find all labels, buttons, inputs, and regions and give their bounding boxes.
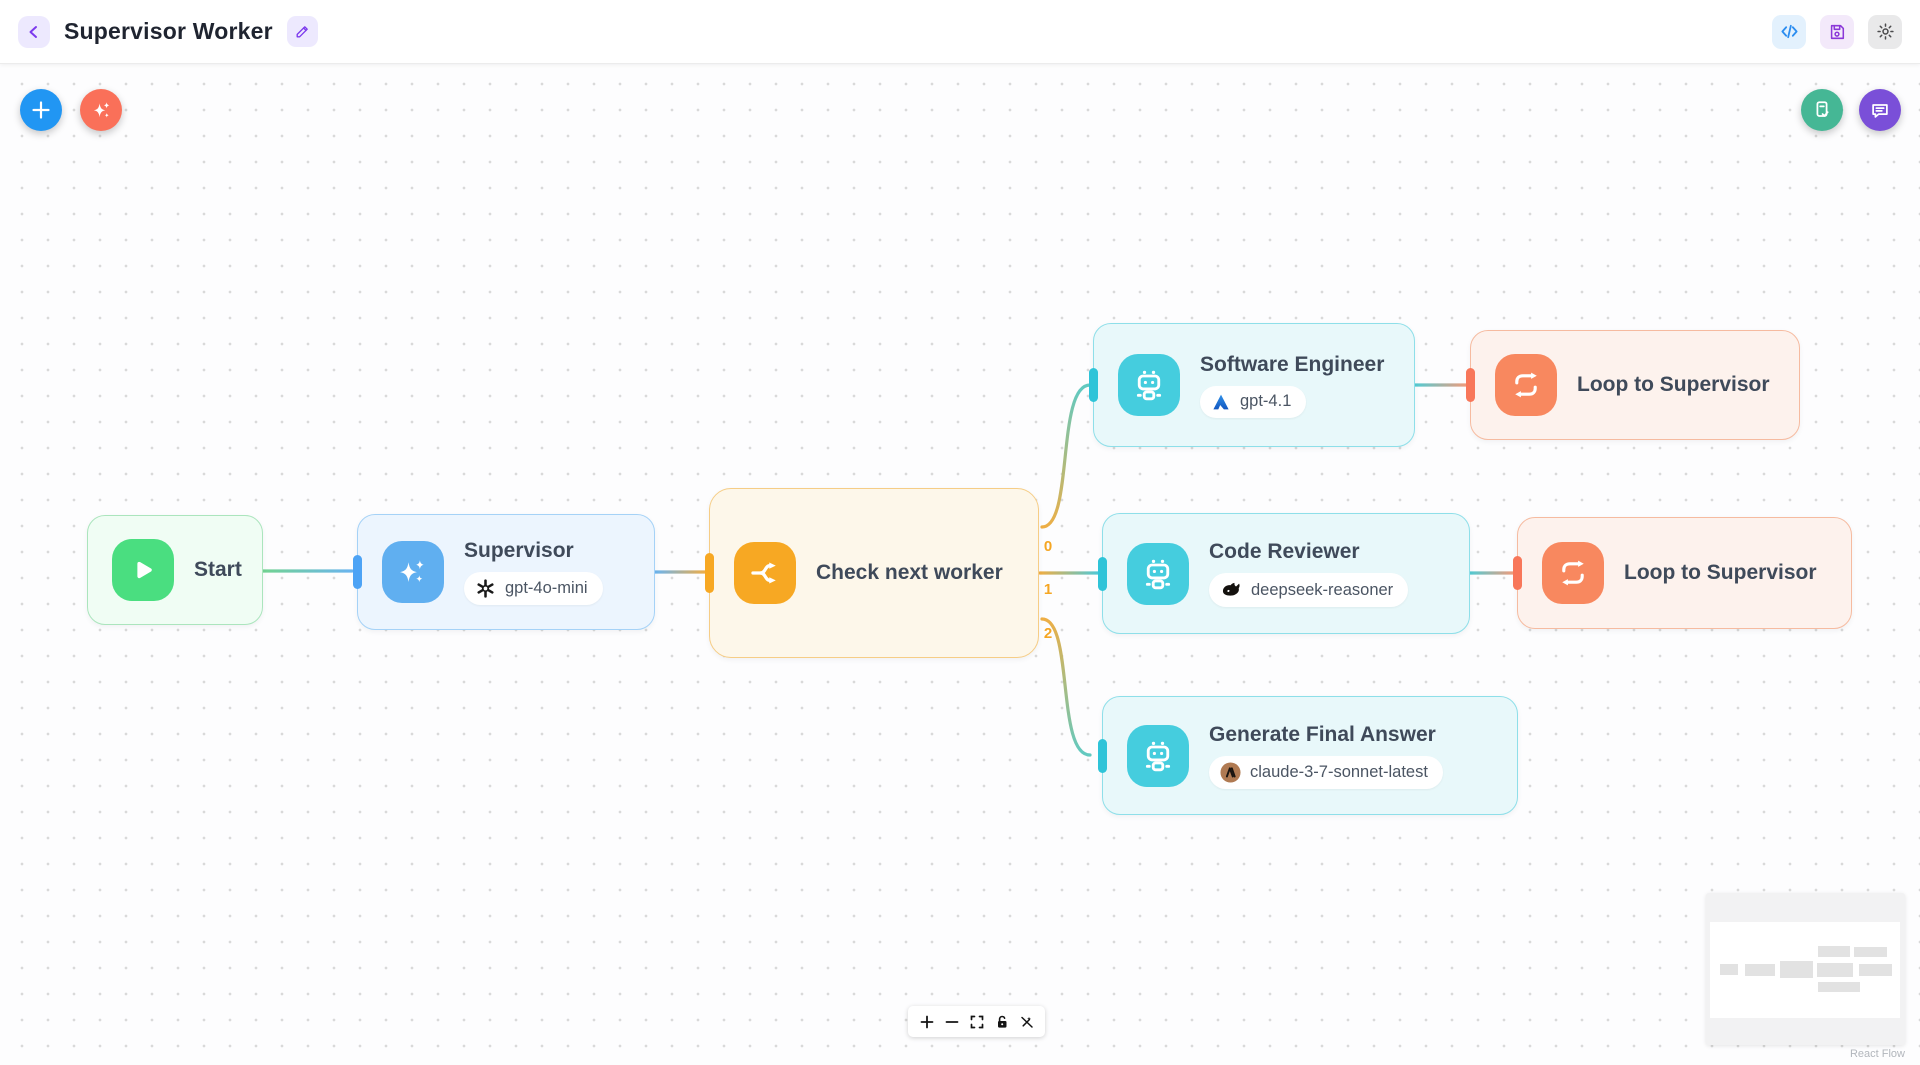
model-name: gpt-4.1 (1240, 392, 1292, 410)
save-icon (1830, 24, 1845, 39)
add-node-button[interactable] (20, 89, 62, 131)
input-handle[interactable] (704, 553, 714, 593)
document-check-icon (1816, 101, 1829, 117)
zoom-in-button[interactable] (914, 1009, 939, 1034)
loop-icon (1542, 542, 1604, 604)
wand-off-icon (1020, 1016, 1033, 1028)
node-title: Loop to Supervisor (1624, 561, 1817, 584)
node-generate-final-answer[interactable]: Generate Final Answer claude-3-7-sonnet-… (1097, 696, 1518, 815)
ai-assistant-button[interactable] (80, 89, 122, 131)
play-icon (112, 539, 174, 601)
node-software-engineer[interactable]: Software Engineer gpt-4.1 (1088, 323, 1415, 447)
model-name: gpt-4o-mini (505, 579, 588, 597)
model-name: claude-3-7-sonnet-latest (1250, 762, 1428, 781)
zoom-out-icon (945, 1020, 958, 1023)
robot-icon (1118, 354, 1180, 416)
fit-view-icon (970, 1015, 983, 1028)
node-loop-to-supervisor-1[interactable]: Loop to Supervisor (1465, 330, 1800, 440)
input-handle[interactable] (1088, 368, 1098, 402)
robot-icon (1127, 542, 1189, 605)
node-loop-to-supervisor-2[interactable]: Loop to Supervisor (1512, 517, 1852, 629)
lock-open-icon (997, 1015, 1006, 1028)
minimap[interactable] (1706, 893, 1905, 1045)
node-title: Supervisor (464, 539, 574, 562)
input-handle[interactable] (1097, 738, 1107, 773)
node-check-next-worker[interactable]: Check next worker (704, 488, 1039, 658)
openai-logo (477, 579, 494, 598)
chat-bubble-icon (1872, 104, 1888, 118)
back-button[interactable] (18, 15, 50, 48)
lock-button[interactable] (989, 1009, 1014, 1034)
node-title: Software Engineer (1200, 352, 1385, 376)
minimap-node (1854, 947, 1887, 957)
fit-view-button[interactable] (964, 1009, 989, 1034)
chevron-left-icon (29, 25, 37, 38)
edge-label-2: 2 (1043, 625, 1053, 642)
model-pill[interactable]: deepseek-reasoner (1209, 573, 1409, 607)
settings-button[interactable] (1868, 14, 1902, 49)
zoom-out-button[interactable] (939, 1009, 964, 1034)
validate-flow-button[interactable] (1801, 89, 1843, 131)
sparkles-icon (382, 541, 444, 603)
react-flow-attribution: React Flow (1849, 1048, 1905, 1060)
minimap-node (1818, 946, 1850, 957)
zoom-in-icon (920, 1015, 933, 1028)
model-pill[interactable]: gpt-4o-mini (464, 572, 603, 605)
save-button[interactable] (1820, 14, 1854, 49)
code-icon (1780, 24, 1798, 39)
robot-icon (1127, 724, 1189, 787)
model-pill[interactable]: gpt-4.1 (1200, 385, 1307, 418)
pencil-icon (296, 25, 309, 37)
input-handle[interactable] (1465, 368, 1475, 402)
flow-canvas[interactable]: 0 1 2 Start Supervisor gpt-4o-mini Check… (0, 64, 1920, 1065)
model-pill[interactable]: claude-3-7-sonnet-latest (1209, 755, 1443, 789)
input-handle[interactable] (1512, 556, 1522, 590)
gear-icon (1876, 23, 1894, 40)
interactivity-toggle-button[interactable] (1014, 1009, 1039, 1034)
input-handle[interactable] (1097, 556, 1107, 591)
node-start[interactable]: Start (87, 515, 263, 625)
minimap-node (1818, 982, 1860, 992)
deepseek-logo (1222, 582, 1240, 596)
edge-label-1: 1 (1043, 581, 1053, 598)
node-supervisor[interactable]: Supervisor gpt-4o-mini (352, 514, 655, 630)
minimap-node (1817, 963, 1853, 977)
sparkles-icon (93, 101, 109, 118)
edge-label-0: 0 (1043, 538, 1053, 555)
minimap-node (1859, 964, 1892, 976)
edit-title-button[interactable] (286, 16, 318, 47)
azure-logo (1213, 394, 1229, 409)
page-title: Supervisor Worker (64, 18, 273, 44)
node-title: Start (194, 558, 242, 581)
canvas-controls (908, 1006, 1045, 1037)
node-title: Check next worker (816, 561, 1003, 584)
plus-icon (32, 101, 50, 119)
minimap-node (1745, 964, 1775, 976)
view-code-button[interactable] (1772, 14, 1806, 49)
node-title: Generate Final Answer (1209, 722, 1436, 746)
chat-button[interactable] (1859, 89, 1901, 131)
node-title: Code Reviewer (1209, 540, 1360, 563)
node-title: Loop to Supervisor (1577, 373, 1770, 396)
minimap-node (1780, 961, 1813, 978)
node-code-reviewer[interactable]: Code Reviewer deepseek-reasoner (1097, 513, 1470, 634)
minimap-node (1720, 964, 1738, 975)
loop-icon (1495, 354, 1557, 416)
anthropic-logo (1220, 761, 1241, 783)
input-handle[interactable] (352, 555, 362, 589)
branch-icon (734, 542, 796, 604)
model-name: deepseek-reasoner (1251, 580, 1394, 599)
header-bar: Supervisor Worker (0, 0, 1920, 64)
